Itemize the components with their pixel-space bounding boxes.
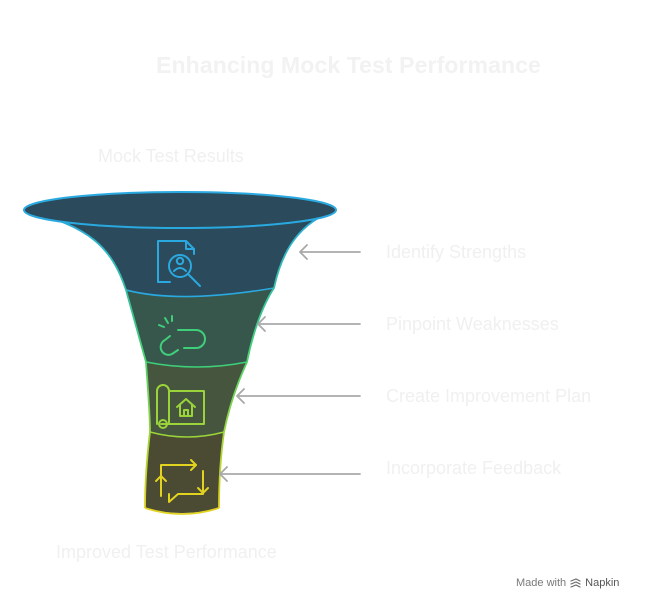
profile-search-icon [157,240,201,287]
stage-divider [145,361,248,368]
broken-link-icon [158,315,206,356]
napkin-brand-text: Napkin [585,577,620,589]
stage-divider [149,431,225,438]
arrow-pinpoint-weaknesses [257,316,361,332]
funnel-output-label: Improved Test Performance [56,542,277,562]
arrow-incorporate-feedback [219,466,361,482]
arrow-create-plan [236,388,361,404]
arrow-identify-strengths [299,244,361,260]
napkin-logo-icon [570,577,581,588]
funnel-left-edge [23,209,151,509]
funnel-bottom-edge [144,507,220,515]
stage-label-incorporate-feedback: Incorporate Feedback [386,458,562,478]
funnel-stage-3 [146,362,247,437]
funnel-stage-4 [145,432,224,513]
stage-divider [125,287,275,298]
funnel-rim [23,191,337,229]
funnel-stage-1 [24,210,336,297]
stage-label-create-improvement-plan: Create Improvement Plan [386,386,592,406]
made-with-text: Made with [516,577,567,589]
diagram-title: Enhancing Mock Test Performance [156,52,541,78]
stage-label-identify-strengths: Identify Strengths [386,242,527,262]
feedback-loop-icon [155,459,209,503]
funnel-right-edge [218,209,337,509]
stage-label-pinpoint-weaknesses: Pinpoint Weaknesses [386,314,559,334]
blueprint-house-icon [156,384,205,429]
napkin-watermark[interactable]: Made with Napkin [516,577,619,589]
funnel-input-label: Mock Test Results [98,146,244,166]
funnel-stage-2 [126,288,274,367]
